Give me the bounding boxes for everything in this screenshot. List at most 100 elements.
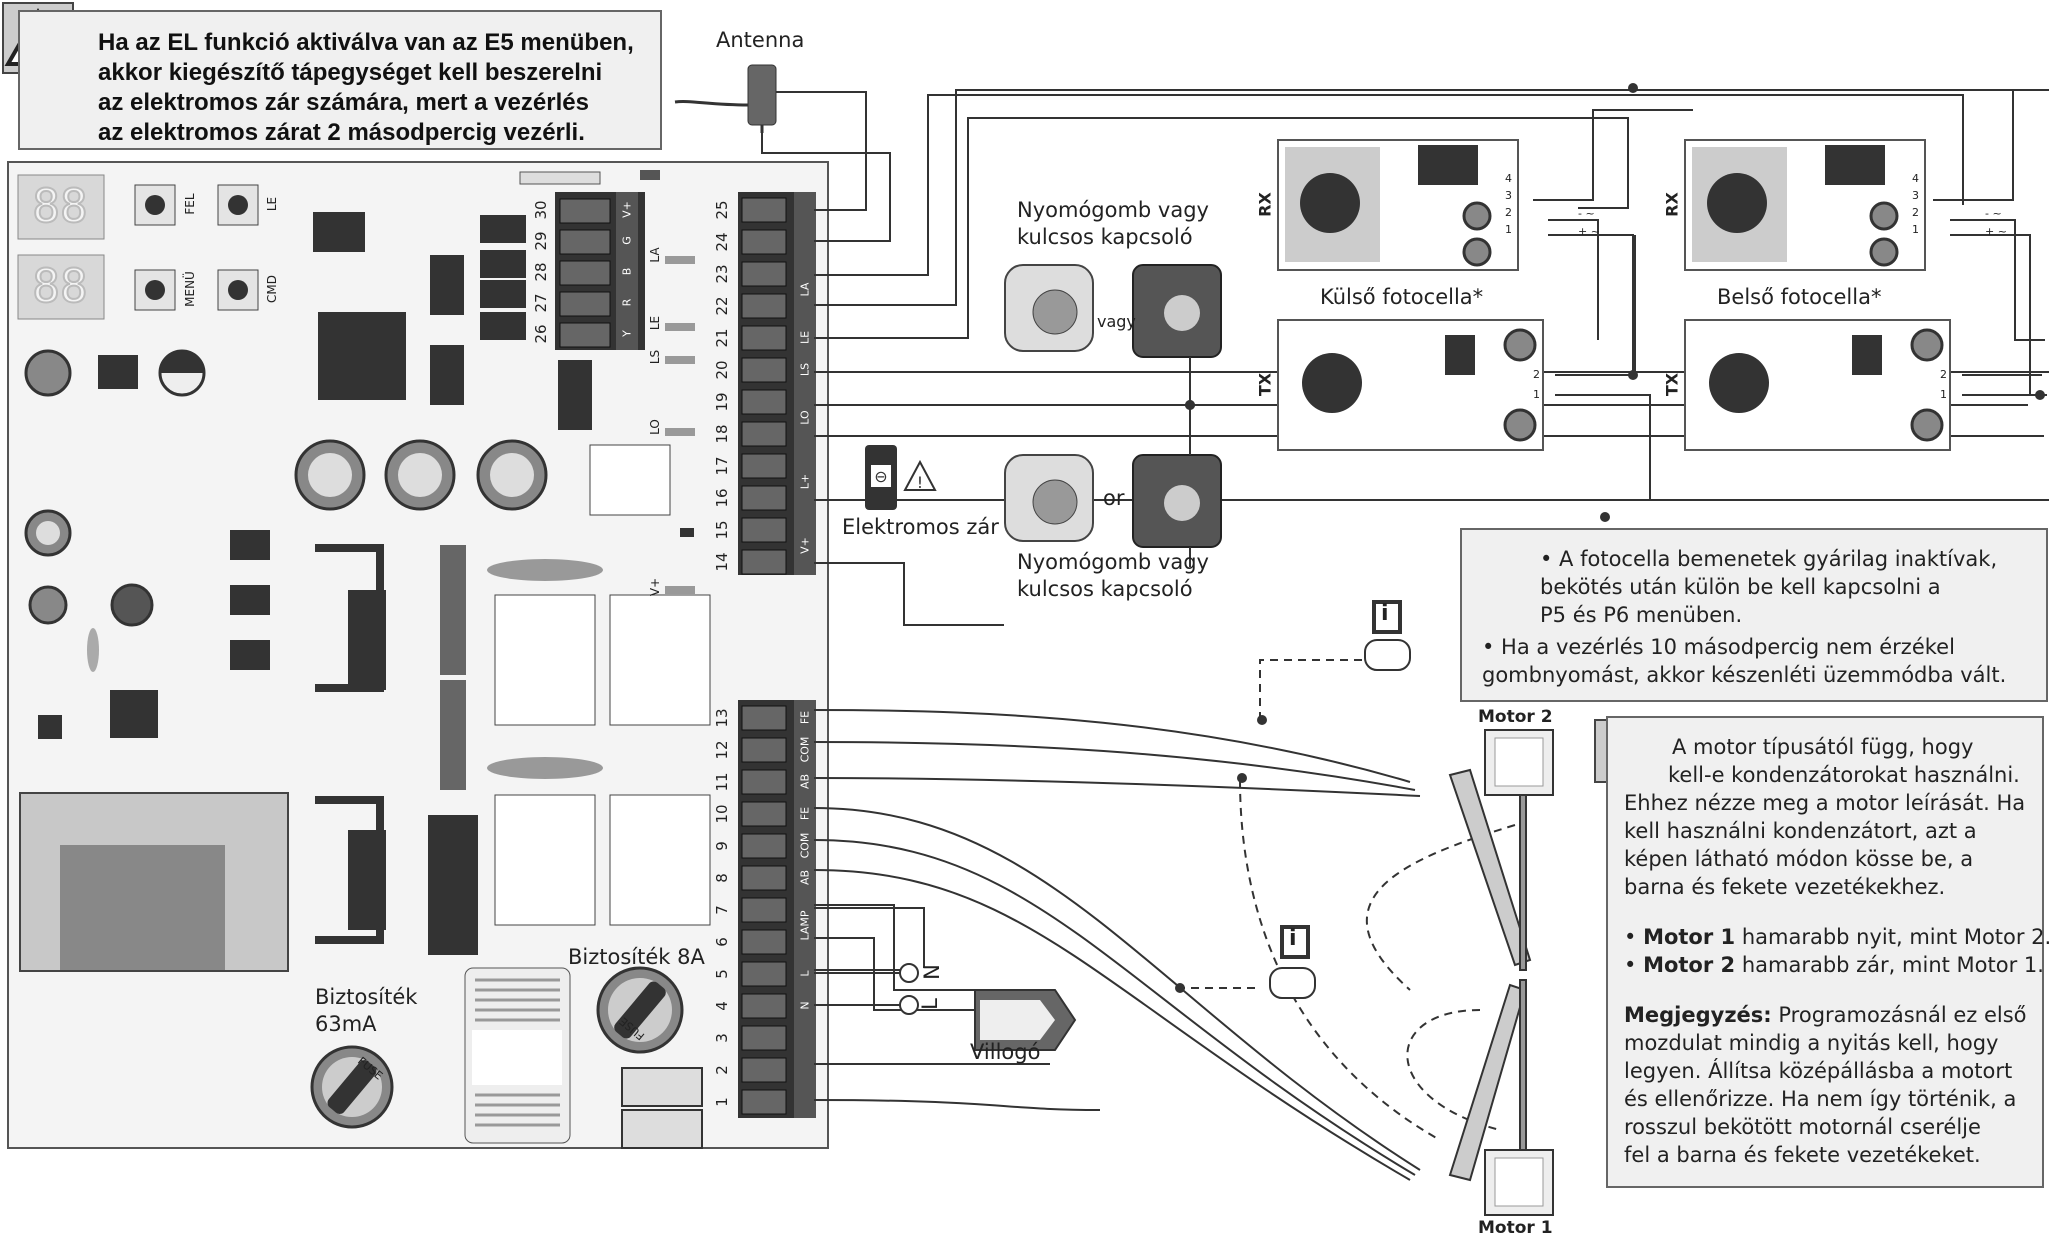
terminal-number: 4 xyxy=(713,1001,731,1011)
aux-terminal-number: 27 xyxy=(532,293,550,313)
terminal-10 xyxy=(741,801,787,827)
info-letter-1: i xyxy=(1381,601,1389,626)
photocell-note-line-4: • Ha a vezérlés 10 másodpercig nem érzék… xyxy=(1482,635,1955,659)
terminal-25 xyxy=(741,197,787,223)
photocell-note-line-3: P5 és P6 menüben. xyxy=(1540,603,1743,627)
motor-note-p1-line-1: A motor típusától függ, hogy xyxy=(1672,735,1974,759)
transformer xyxy=(19,792,289,972)
terminal-number: 3 xyxy=(713,1033,731,1043)
terminal-function-label: LS xyxy=(798,362,812,377)
terminal-3 xyxy=(741,1025,787,1051)
motor-note-remark-0: Programozásnál ez első xyxy=(1771,1003,2027,1027)
warning-top-line-3: az elektromos zár számára, mert a vezérl… xyxy=(98,89,589,116)
aux-terminal-number: 30 xyxy=(532,200,550,220)
supply-symbol: - ~ xyxy=(1578,207,1595,220)
terminal-number: 18 xyxy=(713,424,731,444)
terminal-number: 16 xyxy=(713,488,731,508)
fuse-big-label: Biztosíték 8A xyxy=(568,945,705,969)
tx-internal xyxy=(1684,319,1951,451)
aux-terminal-label: Y xyxy=(620,330,634,337)
rx-label-internal: RX xyxy=(1662,192,1682,217)
terminal-21 xyxy=(741,325,787,351)
terminal-19 xyxy=(741,389,787,415)
terminal-20 xyxy=(741,357,787,383)
fuse-small-holder xyxy=(310,1045,394,1129)
terminal-17 xyxy=(741,453,787,479)
terminal-function-label: L+ xyxy=(798,473,812,490)
motor-2-box xyxy=(1484,729,1554,796)
pushbutton-bottom-line-1: Nyomógomb vagy xyxy=(1017,550,1209,574)
pushbutton-bottom-or: or xyxy=(1103,486,1125,510)
aux-terminal-number: 26 xyxy=(532,324,550,344)
photocell-internal-label: Belső fotocella* xyxy=(1717,285,1882,309)
supply-symbol: + ~ xyxy=(1985,225,2007,238)
power-n-label: N xyxy=(919,964,944,980)
power-l-label: L xyxy=(917,998,942,1010)
rx-pin-label: 1 xyxy=(1505,223,1512,236)
button-menu-label: MENÜ xyxy=(183,271,197,307)
gate-arm-2 xyxy=(1448,768,1532,971)
svg-text:88: 88 xyxy=(32,179,87,233)
aux-terminal-27 xyxy=(559,291,611,317)
terminal-number: 25 xyxy=(713,200,731,220)
rx-pin-label: 2 xyxy=(1912,206,1919,219)
terminal-number: 11 xyxy=(713,772,731,792)
button-fel xyxy=(134,184,176,226)
button-le-label: LE xyxy=(265,196,279,212)
terminal-14 xyxy=(741,549,787,575)
pushbutton-top-line-2: kulcsos kapcsoló xyxy=(1017,225,1193,249)
terminal-1 xyxy=(741,1089,787,1115)
terminal-13 xyxy=(741,705,787,731)
photocell-note-line-2: bekötés után külön be kell kapcsolni a xyxy=(1540,575,1941,599)
motor-note-remark-line-1: Megjegyzés: Programozásnál ez első xyxy=(1624,1001,2027,1029)
photocell-note-box xyxy=(1460,528,2048,702)
motor-note-box xyxy=(1606,716,2044,1188)
tx-pin-label: 2 xyxy=(1940,368,1947,381)
rx-pin-label: 3 xyxy=(1912,189,1919,202)
terminal-number: 17 xyxy=(713,456,731,476)
rx-internal xyxy=(1684,139,1926,271)
pushbutton-top-device xyxy=(1004,264,1222,358)
terminal-6 xyxy=(741,929,787,955)
terminal-number: 15 xyxy=(713,520,731,540)
aux-terminal-number: 28 xyxy=(532,262,550,282)
motor-2-label: Motor 2 xyxy=(1478,707,1553,727)
pushbutton-top-line-1: Nyomógomb vagy xyxy=(1017,198,1209,222)
terminal-22 xyxy=(741,293,787,319)
flasher xyxy=(974,989,1077,1051)
motor-note-b1-bold: Motor 1 xyxy=(1643,925,1736,949)
terminal-11 xyxy=(741,769,787,795)
tx-external xyxy=(1277,319,1544,451)
tx-label-internal: TX xyxy=(1662,372,1682,397)
motor-note-p1-line-4: kell használni kondenzátort, azt a xyxy=(1624,819,1977,843)
rx-pin-label: 2 xyxy=(1505,206,1512,219)
rx-pin-label: 4 xyxy=(1912,172,1919,185)
warning-top-box xyxy=(18,10,662,150)
line-filter xyxy=(464,967,571,1144)
terminal-number: 13 xyxy=(713,708,731,728)
rx-pin-label: 1 xyxy=(1912,223,1919,236)
terminal-24 xyxy=(741,229,787,255)
warning-top-line-1: Ha az EL funkció aktiválva van az E5 men… xyxy=(98,29,634,56)
button-menu xyxy=(134,269,176,311)
supply-symbol: + ~ xyxy=(1578,225,1600,238)
motor-note-remark-line-3: legyen. Állítsa középállásba a motort xyxy=(1624,1059,2013,1083)
button-le xyxy=(217,184,259,226)
motor-note-b1-rest: hamarabb nyit, mint Motor 2. xyxy=(1735,925,2049,949)
fuse-small-label-2: 63mA xyxy=(315,1012,377,1036)
terminal-2 xyxy=(741,1057,787,1083)
button-cmd-label: CMD xyxy=(265,275,279,303)
warning-top-line-4: az elektromos zárat 2 másodpercig vezérl… xyxy=(98,119,585,146)
terminal-number: 14 xyxy=(713,552,731,572)
motor-note-b2-rest: hamarabb zár, mint Motor 1. xyxy=(1735,953,2044,977)
motor-1-box xyxy=(1484,1149,1554,1216)
rx-pin-label: 3 xyxy=(1505,189,1512,202)
pushbutton-top-or: vagy xyxy=(1097,312,1136,331)
aux-terminal-number: 29 xyxy=(532,231,550,251)
terminal-function-label: LO xyxy=(798,410,812,425)
antenna-label: Antenna xyxy=(716,28,805,52)
terminal-number: 1 xyxy=(713,1097,731,1107)
photocell-note-line-5: gombnyomást, akkor készenléti üzemmódba … xyxy=(1482,663,2007,687)
photocell-external-label: Külső fotocella* xyxy=(1320,285,1484,309)
rx-pin-label: 4 xyxy=(1505,172,1512,185)
